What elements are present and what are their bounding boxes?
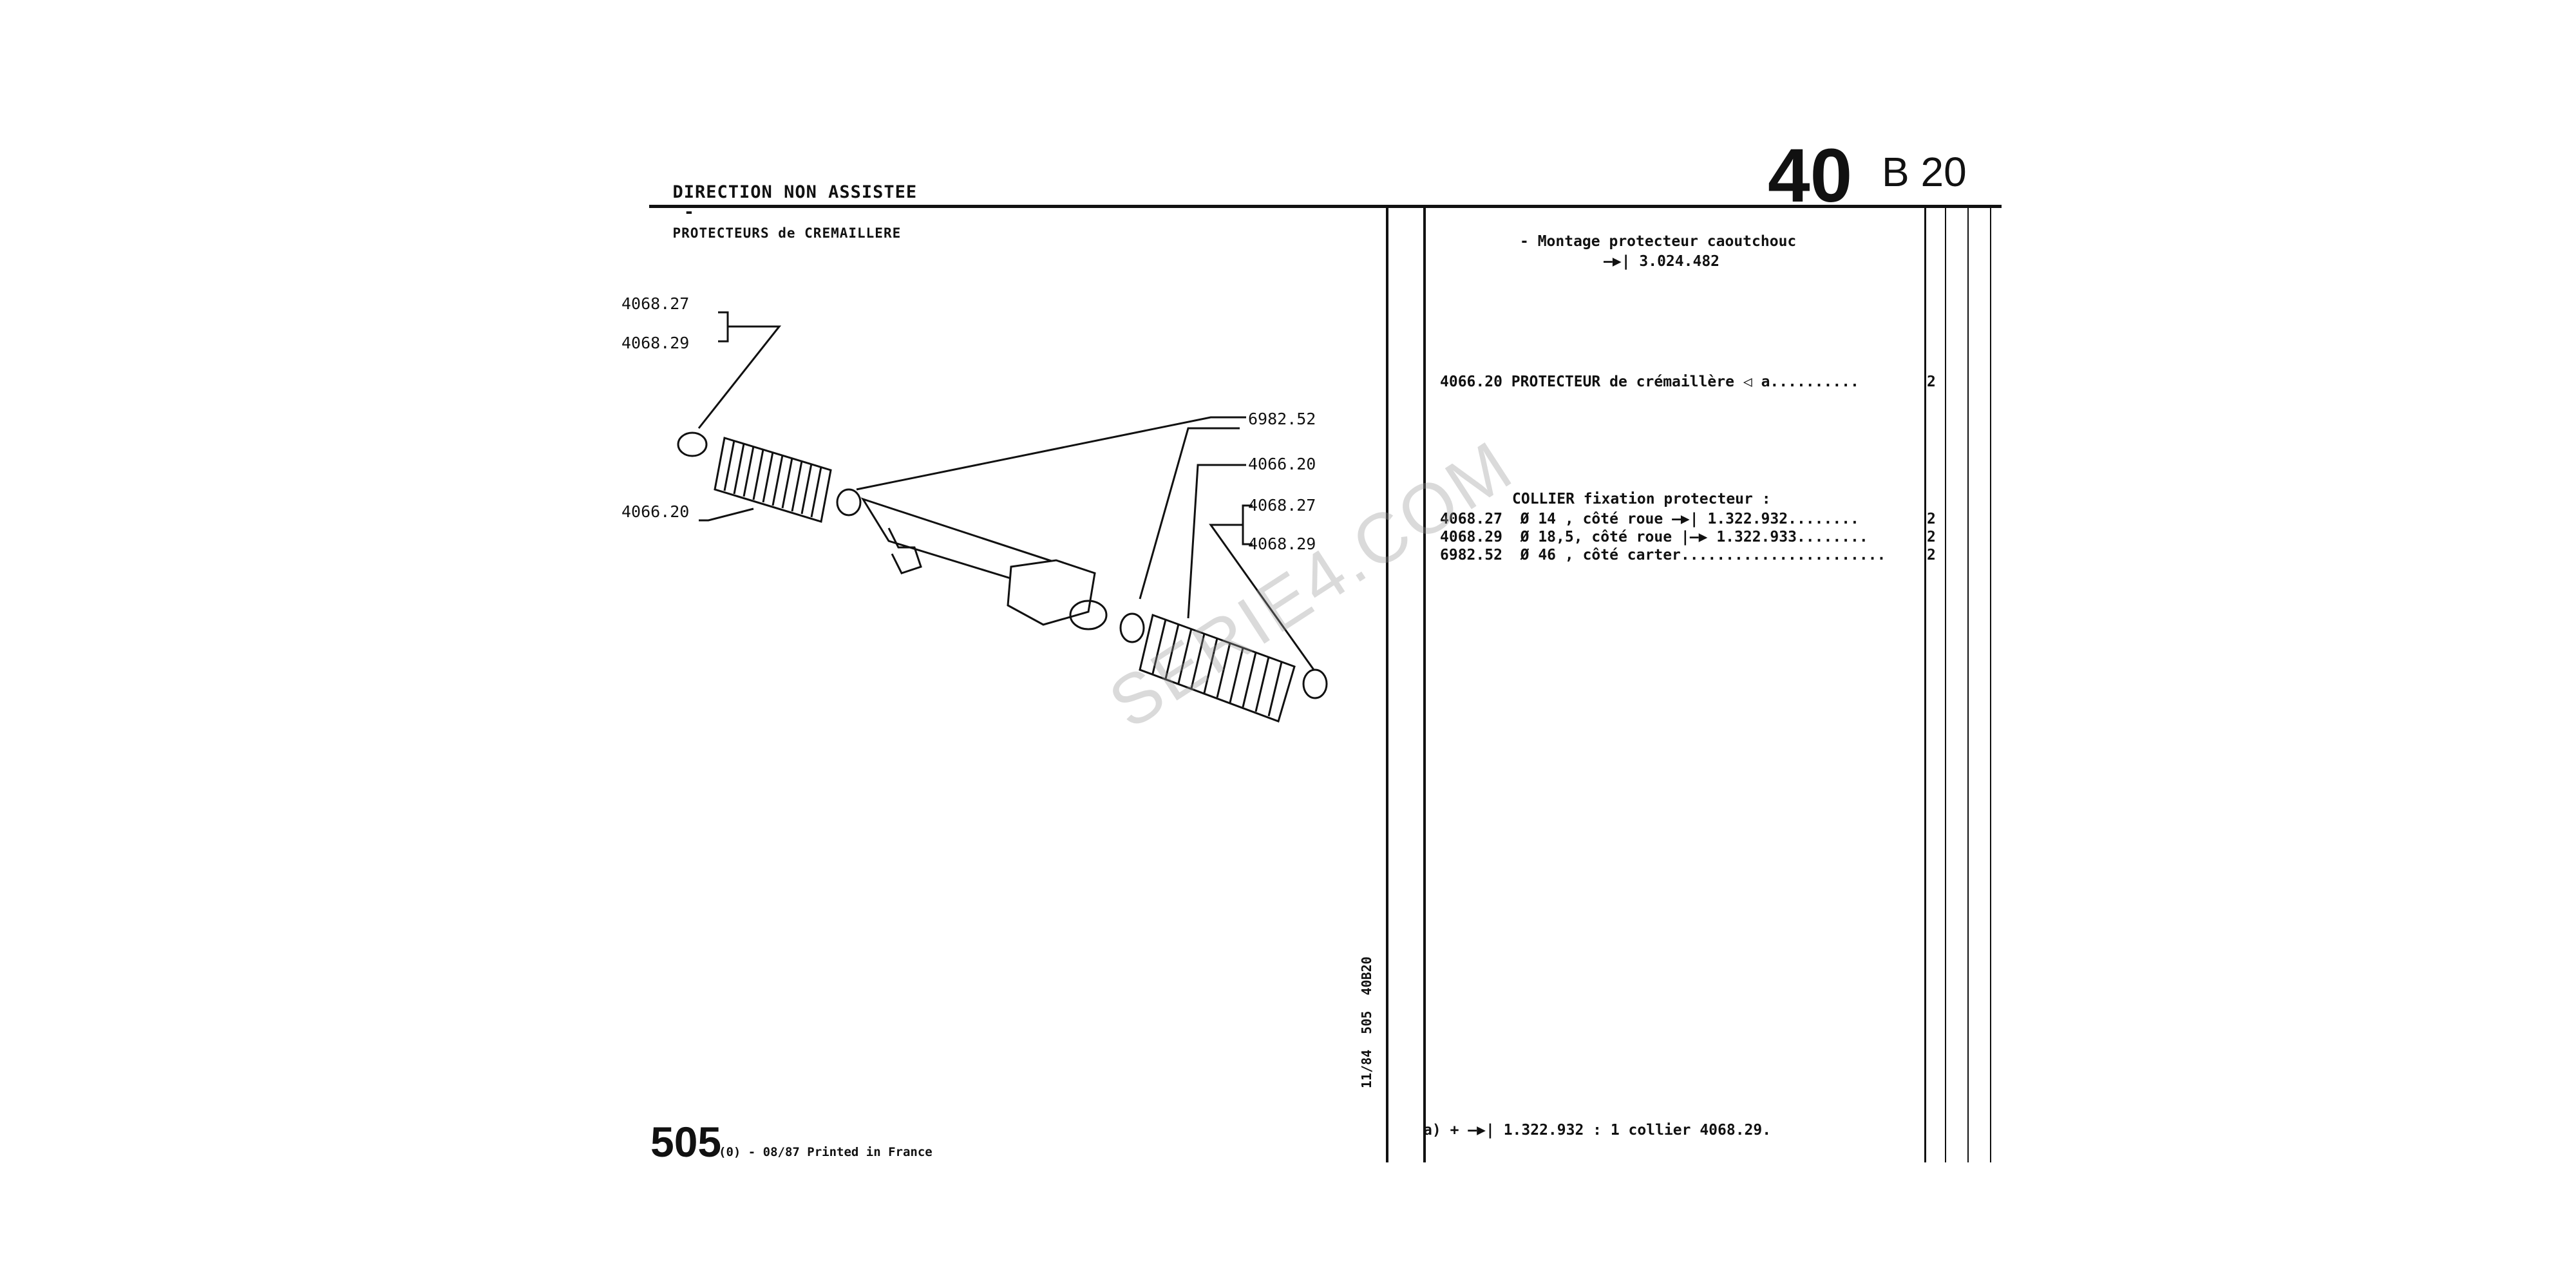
label-left-boot: 4066.20 [621,502,690,521]
collier-row: 6982.52 Ø 46 , côté carter..............… [1440,547,1886,564]
collier-desc: Ø 18,5, côté roue [1520,529,1672,545]
label-right-3: 4068.27 [1248,496,1316,515]
label-top-left-1: 4068.27 [621,294,690,313]
collier-serial: 1.322.932........ [1707,511,1859,527]
page-title: DIRECTION NON ASSISTEE - PROTECTEURS de … [672,182,918,241]
column-divider-left [1386,205,1388,1162]
collier-desc: Ø 46 , côté carter......................… [1520,547,1886,564]
model-number: 505 [650,1118,722,1166]
label-right-4: 4068.29 [1248,535,1316,553]
qty-column-rule-3 [1967,205,1969,1162]
section-sub: B 20 [1882,149,1967,195]
arrow-to-icon: —▶| [1604,253,1640,270]
title-main: DIRECTION NON ASSISTEE [672,182,918,202]
arrow-to-icon: —▶| [1672,511,1699,527]
protecteur-row: 4066.20 PROTECTEUR de crémaillère ◁ a...… [1440,374,1859,390]
header-rule [649,205,2002,208]
label-right-1: 6982.52 [1248,410,1316,428]
qty-column-rule-4 [1990,205,1991,1162]
footnote: a) + —▶| 1.322.932 : 1 collier 4068.29. [1423,1122,1771,1139]
label-top-left-2: 4068.29 [621,334,690,352]
mounting-note-ref-line: —▶| 3.024.482 [1604,253,1719,270]
mounting-note-ref: 3.024.482 [1639,253,1720,270]
footnote-prefix: a) [1423,1122,1441,1139]
collier-qty: 2 [1927,547,1936,564]
mounting-note-title: - Montage protecteur caoutchouc [1520,233,1797,250]
qty-column-rule-2 [1945,205,1946,1162]
protecteur-ref: 4066.20 [1440,374,1502,390]
footnote-ref: 1.322.932 : 1 collier 4068.29. [1503,1122,1772,1139]
protecteur-qty: 2 [1927,374,1936,390]
collier-ref: 6982.52 [1440,547,1502,564]
collier-desc: Ø 14 , côté roue [1520,511,1663,527]
arrow-from-icon: |—▶ [1680,529,1708,545]
column-divider-right [1423,205,1426,1162]
protecteur-desc: PROTECTEUR de crémaillère [1511,374,1734,390]
title-sub: PROTECTEURS de CREMAILLERE [672,225,902,241]
section-number: 40 [1768,133,1853,218]
plus-icon: + [1450,1122,1459,1139]
arrow-to-icon: —▶| [1468,1122,1495,1139]
wedge-icon: ◁ [1743,374,1752,390]
collier-qty: 2 [1927,529,1936,545]
collier-qty: 2 [1927,511,1936,527]
label-right-2: 4066.20 [1248,455,1316,473]
protecteur-suffix: a.......... [1761,374,1859,390]
qty-column-rule-1 [1924,205,1926,1162]
collier-row: 4068.29 Ø 18,5, côté roue |—▶ 1.322.933.… [1440,529,1868,545]
collier-ref: 4068.29 [1440,529,1502,545]
edge-code: 11/84 505 40B20 [1359,956,1374,1088]
printed-note: (0) - 08/87 Printed in France [719,1145,933,1159]
collier-serial: 1.322.933........ [1716,529,1868,545]
collier-ref: 4068.27 [1440,511,1502,527]
collier-header: COLLIER fixation protecteur : [1512,491,1771,507]
collier-row: 4068.27 Ø 14 , côté roue —▶| 1.322.932..… [1440,511,1859,527]
